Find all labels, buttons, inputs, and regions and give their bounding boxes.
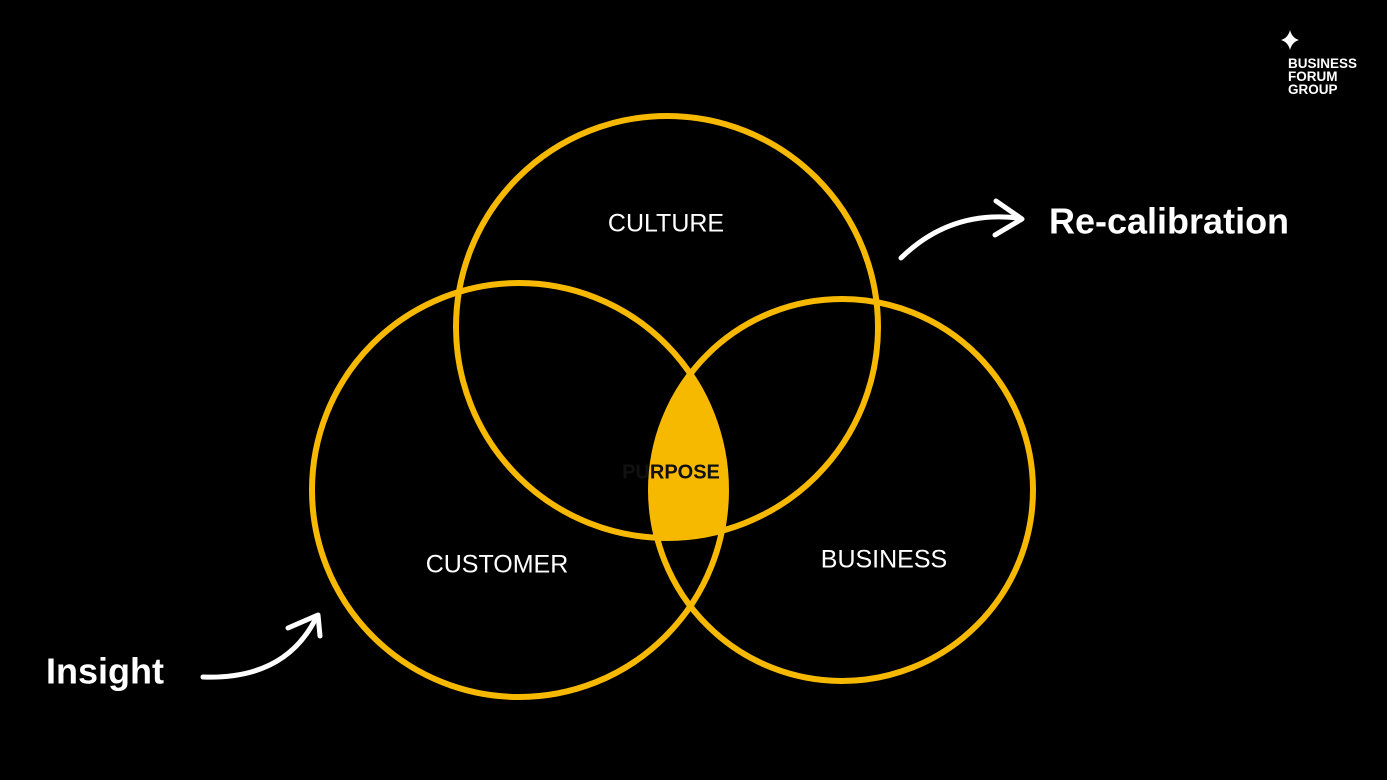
purpose-label: PURPOSE xyxy=(622,461,720,483)
insight-label: Insight xyxy=(46,651,164,692)
recalibration-annotation: Re-calibration xyxy=(898,198,1289,261)
customer-circle xyxy=(309,280,729,700)
business-label: BUSINESS xyxy=(821,546,947,574)
curved-arrow-icon xyxy=(898,198,1025,261)
sparkle-star-icon xyxy=(1281,30,1299,50)
insight-annotation: Insight xyxy=(46,612,323,692)
logo-line-business: BUSINESS xyxy=(1288,56,1357,71)
brand-logo: BUSINESS FORUM GROUP xyxy=(1281,30,1357,97)
logo-line-forum: FORUM xyxy=(1288,69,1338,84)
recalibration-label: Re-calibration xyxy=(1049,201,1289,242)
logo-line-group: GROUP xyxy=(1288,82,1338,97)
curved-arrow-icon xyxy=(200,612,323,680)
culture-circle xyxy=(453,113,881,541)
customer-label: CUSTOMER xyxy=(426,551,569,579)
culture-label: CULTURE xyxy=(608,210,724,238)
business-circle xyxy=(648,296,1036,684)
